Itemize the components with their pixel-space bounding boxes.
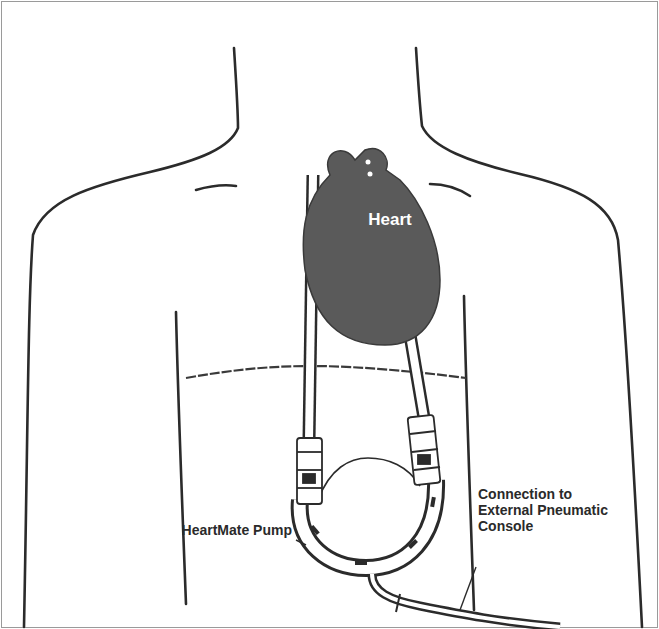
diaphragm-line — [186, 366, 466, 378]
heart-outline — [298, 138, 446, 350]
driveline-mark — [396, 594, 400, 612]
tube-connectors — [297, 415, 440, 504]
vessel-mark — [366, 160, 371, 165]
left-arm-line — [176, 312, 186, 604]
heart-shape: Heart — [298, 138, 446, 350]
driveline-inner — [372, 574, 560, 627]
housing-marks — [310, 497, 436, 565]
left-clavicle — [196, 185, 236, 190]
console-leader-line — [460, 567, 476, 610]
outflow-tube — [410, 335, 424, 418]
right-clavicle — [430, 184, 470, 196]
heart-fill — [303, 149, 440, 345]
right-body-outline — [416, 48, 642, 627]
part-label: HeartMate Pump — [182, 522, 292, 538]
left-body-outline — [24, 48, 238, 627]
pump-leader-line — [296, 540, 306, 545]
right-arm-line — [464, 296, 474, 610]
pump-inner-arc — [318, 458, 420, 500]
vessel-mark — [368, 172, 373, 177]
outflow-tube-inner — [410, 335, 424, 418]
part-label: Connection to External Pneumatic Console — [478, 486, 618, 534]
torso-outline — [24, 48, 642, 627]
organ-label: Heart — [368, 210, 411, 230]
driveline — [372, 574, 560, 627]
